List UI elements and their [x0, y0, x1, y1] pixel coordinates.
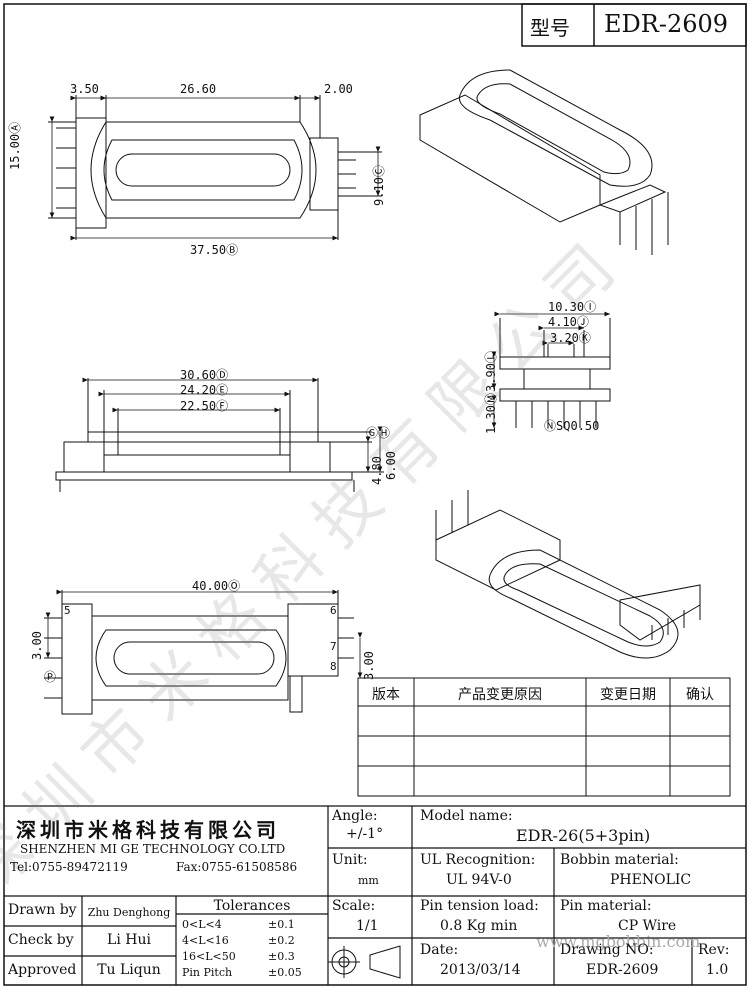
front-view — [55, 378, 384, 492]
dim-label: 10.30Ⓘ — [548, 300, 597, 314]
type-label: 型号 — [530, 16, 570, 40]
angle: +/-1° — [346, 826, 384, 842]
revision-table — [357, 677, 731, 797]
pin-number: 5 — [64, 604, 71, 617]
dim-label: ⓃSQ0.50 — [544, 419, 600, 433]
dim-label: 6.00 — [384, 451, 398, 480]
pin-number: 8 — [330, 660, 337, 673]
pin-number: 6 — [330, 604, 337, 617]
dim-label: 37.50Ⓑ — [190, 243, 239, 257]
tension: 0.8 Kg min — [440, 918, 518, 934]
drawing-no: EDR-2609 — [586, 962, 659, 978]
rev-label: Rev: — [698, 942, 730, 958]
side-view — [499, 318, 611, 428]
iso-view-top — [419, 69, 669, 255]
tol-value: ±0.1 — [268, 918, 295, 931]
dim-label: 15.00Ⓐ — [8, 121, 22, 170]
angle-label: Angle: — [332, 808, 378, 824]
tol-range: 16<L<50 — [182, 950, 236, 963]
model: EDR-26(5+3pin) — [516, 826, 651, 845]
rev-header: 确认 — [686, 687, 714, 703]
drawn-by-label: Drawn by — [8, 902, 77, 918]
tol-value: ±0.05 — [268, 966, 302, 979]
bottom-view — [44, 590, 354, 715]
approved-label: Approved — [8, 962, 77, 978]
pin-number: 7 — [330, 640, 337, 653]
dim-label: Ⓟ — [44, 670, 57, 684]
dim-label: 26.60 — [180, 82, 217, 96]
company-name-cn: 深圳市米格科技有限公司 — [16, 818, 280, 842]
rev: 1.0 — [706, 962, 729, 978]
tol-value: ±0.2 — [268, 934, 295, 947]
website-watermark: www.mgbobbin.com — [536, 932, 701, 951]
drawn-by: Zhu Denghong — [87, 906, 171, 919]
dim-label: ⒼⒽ — [366, 426, 391, 440]
company-name-en: SHENZHEN MI GE TECHNOLOGY CO.LTD — [20, 842, 286, 856]
bobbin-label: Bobbin material: — [560, 852, 679, 868]
dim-label: 24.20Ⓔ — [180, 383, 229, 397]
dim-label: 3.00 — [362, 651, 376, 680]
tol-range: 0<L<4 — [182, 918, 222, 931]
dim-label: 4.80 — [370, 456, 384, 485]
drawing-no-label: Drawing NO: — [560, 942, 654, 958]
tel: Tel:0755-89472119 — [10, 860, 128, 874]
tolerances-title: Tolerances — [213, 898, 291, 914]
scale: 1/1 — [356, 918, 379, 934]
dim-label: 4.10Ⓙ — [548, 315, 589, 329]
part-number: EDR-2609 — [604, 10, 729, 38]
date-label: Date: — [420, 942, 459, 958]
approved: Tu Liqun — [97, 962, 161, 978]
date: 2013/03/14 — [440, 962, 521, 978]
dim-label: 2.00 — [324, 82, 353, 96]
check-by-label: Check by — [8, 932, 74, 948]
ul: UL 94V-0 — [446, 872, 512, 888]
dim-label: 3.50 — [70, 82, 99, 96]
bobbin: PHENOLIC — [610, 872, 692, 888]
dim-label: 3.20Ⓚ — [550, 331, 591, 345]
model-label: Model name: — [420, 808, 513, 824]
unit-label: Unit: — [332, 852, 368, 868]
rev-header: 变更日期 — [600, 687, 656, 703]
dim-label: 40.00Ⓞ — [192, 579, 241, 593]
rev-header: 产品变更原因 — [458, 687, 542, 703]
dim-label: 3.00 — [30, 631, 44, 660]
tol-value: ±0.3 — [268, 950, 295, 963]
dim-label: 22.50Ⓕ — [180, 399, 229, 413]
unit: mm — [358, 874, 379, 887]
check-by: Li Hui — [107, 932, 151, 948]
dim-label: 9.10Ⓒ — [372, 165, 386, 206]
rev-header: 版本 — [372, 687, 400, 703]
tol-range: Pin Pitch — [182, 966, 233, 979]
title-block-lines — [4, 805, 746, 985]
ul-label: UL Recognition: — [420, 852, 536, 868]
projection-symbol — [328, 945, 401, 979]
pin-material-label: Pin material: — [560, 898, 652, 914]
pin-material: CP Wire — [618, 918, 677, 934]
fax: Fax:0755-61508586 — [176, 860, 298, 874]
dim-label: 1.30Ⓜ — [484, 393, 498, 434]
tension-label: Pin tension load: — [420, 898, 539, 914]
tol-range: 4<L<16 — [182, 934, 229, 947]
dim-label: 30.60Ⓓ — [180, 368, 229, 382]
scale-label: Scale: — [332, 898, 376, 914]
top-view — [48, 95, 382, 240]
iso-view-bottom — [435, 490, 701, 659]
dim-label: 3.90Ⓛ — [484, 351, 498, 392]
